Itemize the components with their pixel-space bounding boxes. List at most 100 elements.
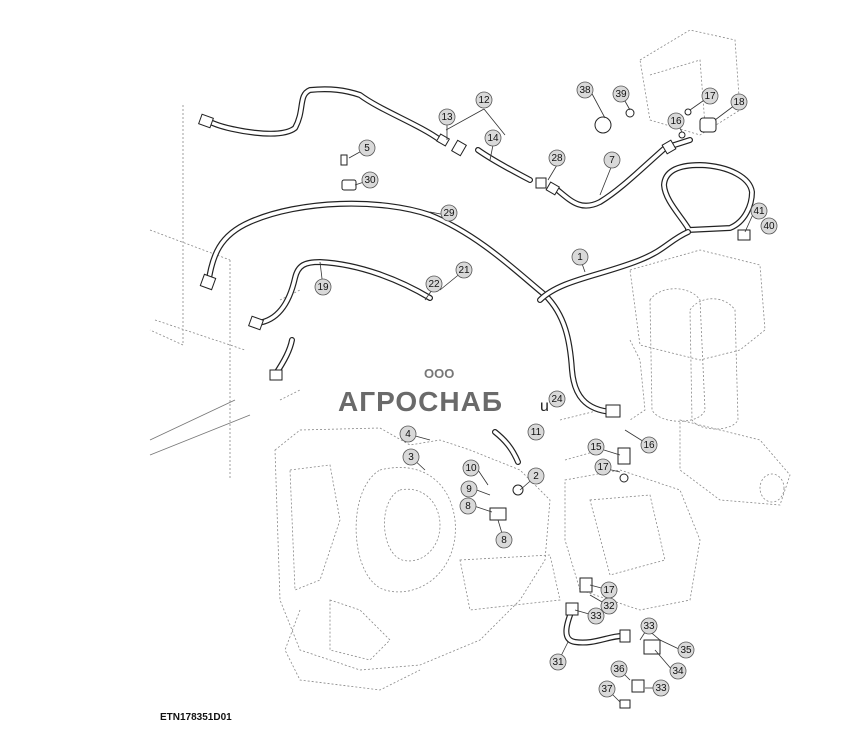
callout-40: 40 <box>760 217 778 235</box>
callout-21: 21 <box>455 261 473 279</box>
callout-number: 33 <box>643 621 655 632</box>
callout-7: 7 <box>603 151 621 169</box>
callout-15: 15 <box>587 438 605 456</box>
callout-8: 8 <box>459 497 477 515</box>
callout-bubble <box>548 149 566 167</box>
callout-18: 18 <box>730 93 748 111</box>
callout-13: 13 <box>438 108 456 126</box>
callout-bubble <box>667 112 685 130</box>
callout-number: 21 <box>458 265 470 276</box>
callout-number: 36 <box>613 664 625 675</box>
callout-number: 24 <box>551 394 563 405</box>
callout-33: 33 <box>640 617 658 635</box>
callout-number: 34 <box>672 666 684 677</box>
callout-bubble <box>640 436 658 454</box>
callout-number: 15 <box>590 442 602 453</box>
callout-17: 17 <box>594 458 612 476</box>
hoses <box>202 86 755 646</box>
callout-17: 17 <box>600 581 618 599</box>
callout-bubble <box>594 458 612 476</box>
callout-bubble <box>495 531 513 549</box>
callout-bubble <box>701 87 719 105</box>
callout-16: 16 <box>667 112 685 130</box>
callout-number: 5 <box>364 143 370 154</box>
callout-bubble <box>549 653 567 671</box>
callout-28: 28 <box>548 149 566 167</box>
watermark-prefix: ООО <box>424 366 455 381</box>
callout-number: 39 <box>615 89 627 100</box>
callout-number: 40 <box>763 221 775 232</box>
callout-33: 33 <box>652 679 670 697</box>
callout-bubble <box>438 108 456 126</box>
ghost-background-components <box>149 29 791 691</box>
callout-29: 29 <box>440 204 458 222</box>
callout-number: 41 <box>753 206 765 217</box>
callout-number: 30 <box>364 175 376 186</box>
callout-bubble <box>730 93 748 111</box>
callout-number: 16 <box>643 440 655 451</box>
callout-bubble <box>460 480 478 498</box>
callout-group: 1234578891011121314151616171717181921222… <box>314 81 778 698</box>
callout-number: 13 <box>441 112 453 123</box>
callout-number: 16 <box>670 116 682 127</box>
watermark-brand: АГРОСНАБ <box>338 386 503 417</box>
callout-bubble <box>484 129 502 147</box>
callout-number: 8 <box>465 501 471 512</box>
callout-bubble <box>598 680 616 698</box>
callout-number: 17 <box>597 462 609 473</box>
callout-19: 19 <box>314 278 332 296</box>
callout-number: 1 <box>577 252 583 263</box>
callout-number: 9 <box>466 484 472 495</box>
callout-bubble <box>600 597 618 615</box>
callout-number: 29 <box>443 208 455 219</box>
callout-number: 3 <box>408 452 414 463</box>
callout-bubble <box>425 275 443 293</box>
callout-number: 38 <box>579 85 591 96</box>
callout-number: 7 <box>609 155 615 166</box>
callout-bubble <box>455 261 473 279</box>
callout-bubble <box>402 448 420 466</box>
callout-14: 14 <box>484 129 502 147</box>
callout-bubble <box>587 438 605 456</box>
callout-bubble <box>459 497 477 515</box>
callout-bubble <box>527 467 545 485</box>
callout-bubble <box>750 202 768 220</box>
callout-5: 5 <box>358 139 376 157</box>
fittings <box>198 108 751 709</box>
callout-bubble <box>760 217 778 235</box>
callout-number: 12 <box>478 95 490 106</box>
callout-bubble <box>527 423 545 441</box>
callout-32: 32 <box>600 597 618 615</box>
callout-12: 12 <box>475 91 493 109</box>
callout-24: 24 <box>548 390 566 408</box>
callout-2: 2 <box>527 467 545 485</box>
callout-bubble <box>576 81 594 99</box>
callout-number: 22 <box>428 279 440 290</box>
callout-bubble <box>399 425 417 443</box>
callout-bubble <box>475 91 493 109</box>
callout-17: 17 <box>701 87 719 105</box>
callout-31: 31 <box>549 653 567 671</box>
callout-9: 9 <box>460 480 478 498</box>
callout-bubble <box>610 660 628 678</box>
callout-39: 39 <box>612 85 630 103</box>
callout-30: 30 <box>361 171 379 189</box>
callout-11: 11 <box>527 423 545 441</box>
callout-bubble <box>440 204 458 222</box>
callout-bubble <box>361 171 379 189</box>
callout-1: 1 <box>571 248 589 266</box>
callout-bubble <box>640 617 658 635</box>
callout-34: 34 <box>669 662 687 680</box>
callout-bubble <box>587 607 605 625</box>
callout-number: 33 <box>655 683 667 694</box>
callout-8: 8 <box>495 531 513 549</box>
callout-16: 16 <box>640 436 658 454</box>
callout-36: 36 <box>610 660 628 678</box>
callout-bubble <box>462 459 480 477</box>
callout-37: 37 <box>598 680 616 698</box>
callout-bubble <box>603 151 621 169</box>
callout-35: 35 <box>677 641 695 659</box>
callout-number: 17 <box>603 585 615 596</box>
callout-number: 18 <box>733 97 745 108</box>
